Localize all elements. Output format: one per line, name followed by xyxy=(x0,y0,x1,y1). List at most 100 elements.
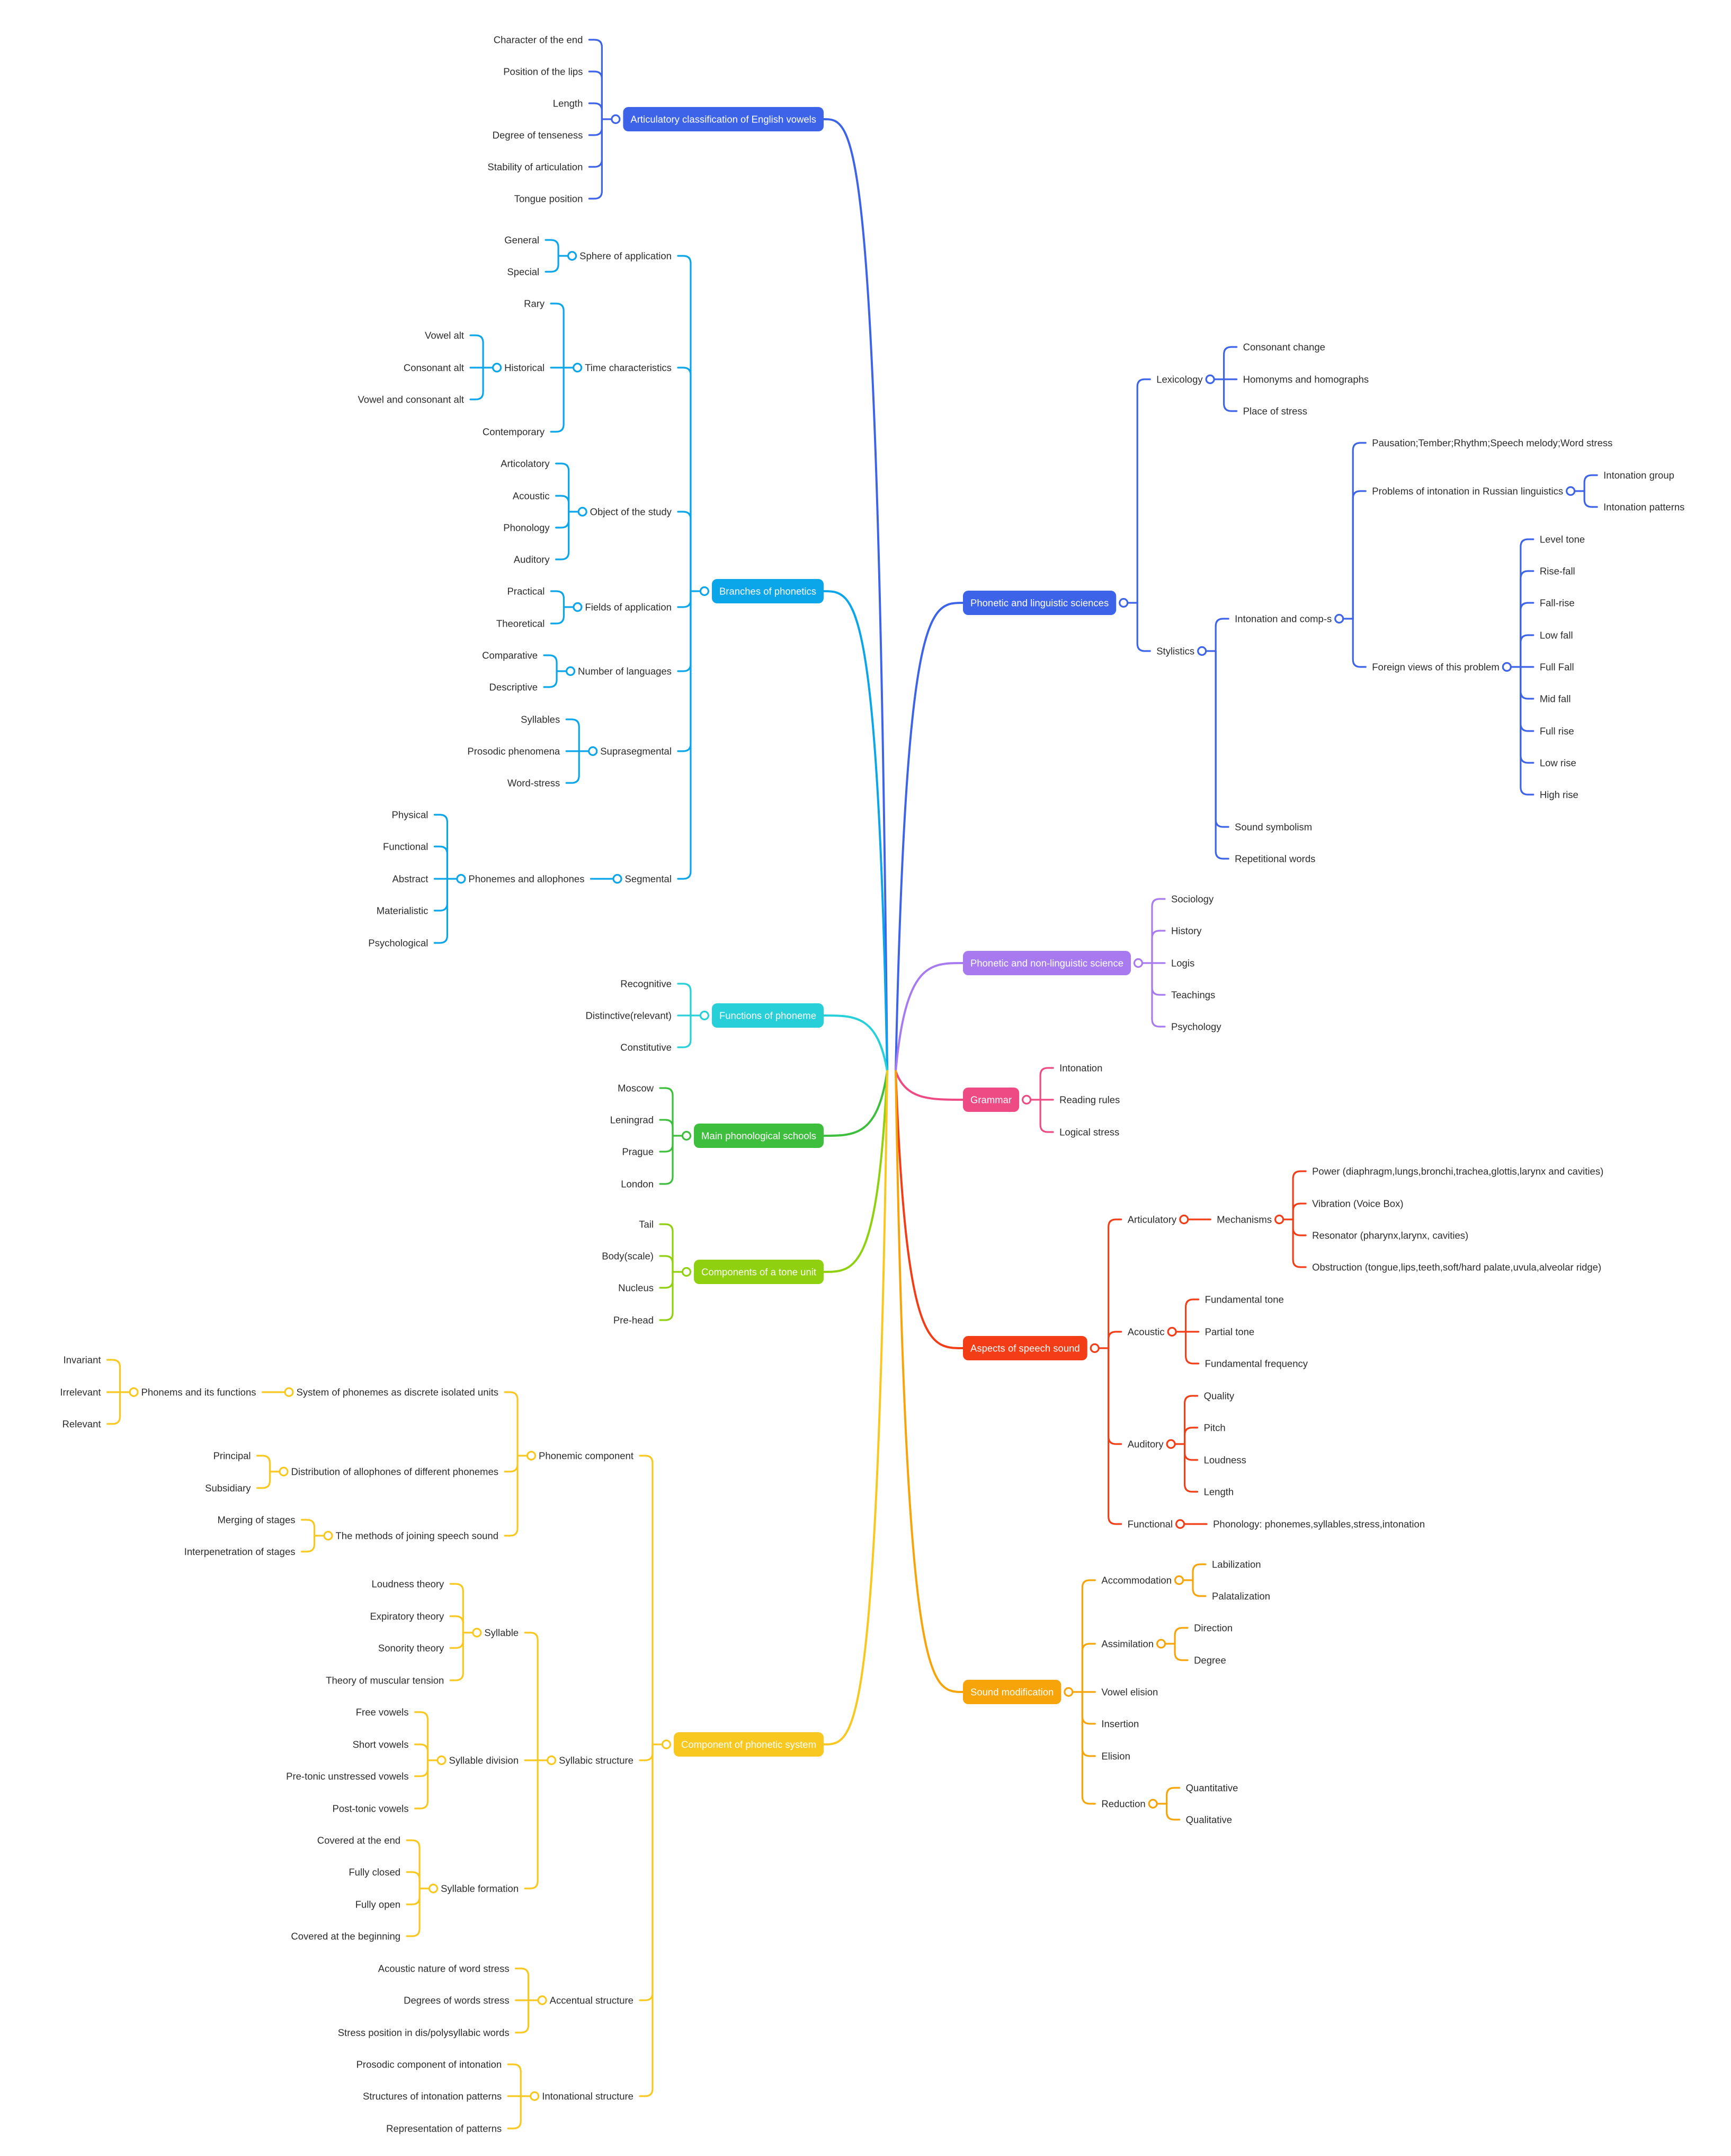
collapse-handle[interactable] xyxy=(1334,613,1344,624)
collapse-handle[interactable] xyxy=(428,1883,439,1894)
node-phonallo[interactable]: Phonemes and allophones xyxy=(468,874,584,885)
node-ac-1[interactable]: Acoustic nature of word stress xyxy=(378,1963,510,1974)
node-pa-3[interactable]: Abstract xyxy=(392,874,429,885)
collapse-handle[interactable] xyxy=(284,1387,294,1397)
node-object-2[interactable]: Acoustic xyxy=(513,491,550,502)
collapse-handle[interactable] xyxy=(1197,646,1207,656)
node-st-3[interactable]: Repetitional words xyxy=(1235,853,1315,865)
node-sphere-2[interactable]: Special xyxy=(507,266,539,278)
node-sy-2[interactable]: Expiratory theory xyxy=(370,1611,444,1622)
topic-grammar[interactable] xyxy=(963,1088,1020,1112)
node-phonemic[interactable]: Phonemic component xyxy=(539,1450,633,1462)
node-fields-2[interactable]: Theoretical xyxy=(496,618,545,629)
node-mc-3[interactable]: Resonator (pharynx,larynx, cavities) xyxy=(1312,1230,1468,1241)
node-mt-1[interactable]: Merging of stages xyxy=(217,1514,295,1526)
node-lx-1[interactable]: Consonant change xyxy=(1243,342,1325,353)
topic-branches[interactable] xyxy=(711,579,824,603)
node-numlang-2[interactable]: Descriptive xyxy=(489,682,538,693)
collapse-handle[interactable] xyxy=(1090,1343,1100,1353)
node-foreign[interactable]: Foreign views of this problem xyxy=(1372,662,1500,673)
node-tn-4[interactable]: Pre-head xyxy=(613,1315,654,1326)
topic-artic[interactable] xyxy=(623,107,824,131)
node-probint[interactable]: Problems of intonation in Russian lingui… xyxy=(1372,486,1563,497)
node-object-1[interactable]: Articolatory xyxy=(501,458,550,469)
node-artic-6[interactable]: Tongue position xyxy=(514,193,583,204)
node-fv-2[interactable]: Rise-fall xyxy=(1540,566,1575,577)
node-tn-3[interactable]: Nucleus xyxy=(618,1282,654,1294)
collapse-handle[interactable] xyxy=(567,251,577,261)
collapse-handle[interactable] xyxy=(565,666,576,676)
node-functional[interactable]: Functional xyxy=(1128,1519,1173,1530)
node-distrib[interactable]: Distribution of allophones of different … xyxy=(291,1466,499,1477)
node-fn-2[interactable]: Distinctive(relevant) xyxy=(586,1010,672,1021)
node-sf-2[interactable]: Fully closed xyxy=(349,1867,400,1878)
collapse-handle[interactable] xyxy=(611,114,621,124)
collapse-handle[interactable] xyxy=(1274,1214,1284,1225)
node-pa-4[interactable]: Materialistic xyxy=(377,905,429,916)
node-sphere-1[interactable]: General xyxy=(504,235,539,246)
node-assim[interactable]: Assimilation xyxy=(1101,1638,1154,1650)
node-segmental[interactable]: Segmental xyxy=(624,874,671,885)
node-nl-2[interactable]: History xyxy=(1171,925,1202,937)
node-phonfunc[interactable]: Phonems and its functions xyxy=(141,1387,256,1398)
node-time-3[interactable]: Contemporary xyxy=(483,426,545,438)
node-accent[interactable]: Accentual structure xyxy=(550,1995,633,2006)
node-hist-2[interactable]: Consonant alt xyxy=(404,362,464,373)
node-historical[interactable]: Historical xyxy=(504,362,545,373)
node-pf-1[interactable]: Invariant xyxy=(64,1355,101,1366)
node-gr-3[interactable]: Logical stress xyxy=(1059,1127,1119,1138)
node-supra-3[interactable]: Word-stress xyxy=(507,778,560,789)
node-methods[interactable]: The methods of joining speech sound xyxy=(336,1530,499,1542)
collapse-handle[interactable] xyxy=(699,1010,710,1021)
node-gr-1[interactable]: Intonation xyxy=(1059,1063,1102,1074)
node-lx-2[interactable]: Homonyms and homographs xyxy=(1243,374,1369,385)
collapse-handle[interactable] xyxy=(681,1267,692,1277)
node-sd-3[interactable]: Pre-tonic unstressed vowels xyxy=(286,1771,408,1782)
node-sy-3[interactable]: Sonority theory xyxy=(378,1643,444,1654)
node-hist-3[interactable]: Vowel and consonant alt xyxy=(358,394,464,405)
node-nl-1[interactable]: Sociology xyxy=(1171,894,1214,905)
node-sd-1[interactable]: Free vowels xyxy=(356,1707,409,1718)
node-au-4[interactable]: Length xyxy=(1204,1486,1234,1498)
topic-soundmod[interactable] xyxy=(963,1680,1061,1704)
node-intcomp[interactable]: Intonation and comp-s xyxy=(1235,613,1332,625)
collapse-handle[interactable] xyxy=(492,362,502,373)
node-fv-8[interactable]: Low rise xyxy=(1540,758,1576,769)
collapse-handle[interactable] xyxy=(1205,374,1215,385)
node-sf-3[interactable]: Fully open xyxy=(355,1899,400,1910)
node-mech[interactable]: Mechanisms xyxy=(1217,1214,1272,1225)
node-acoustic[interactable]: Acoustic xyxy=(1128,1326,1165,1338)
node-time[interactable]: Time characteristics xyxy=(585,362,672,373)
node-fields-1[interactable]: Practical xyxy=(507,586,545,597)
node-au-2[interactable]: Pitch xyxy=(1204,1422,1226,1433)
collapse-handle[interactable] xyxy=(526,1450,537,1461)
topic-nonling[interactable] xyxy=(963,951,1131,975)
node-fn-3[interactable]: Constitutive xyxy=(620,1042,672,1053)
node-sy-1[interactable]: Loudness theory xyxy=(372,1579,445,1590)
node-phonology[interactable]: Phonology: phonemes,syllables,stress,int… xyxy=(1213,1519,1425,1530)
node-pi-1[interactable]: Intonation group xyxy=(1603,470,1674,481)
collapse-handle[interactable] xyxy=(1064,1687,1074,1697)
collapse-handle[interactable] xyxy=(547,1755,557,1766)
node-sphere[interactable]: Sphere of application xyxy=(579,251,672,262)
node-fv-9[interactable]: High rise xyxy=(1540,789,1578,800)
collapse-handle[interactable] xyxy=(1174,1575,1184,1585)
node-sm-4[interactable]: Insertion xyxy=(1101,1718,1139,1730)
node-fv-5[interactable]: Full Fall xyxy=(1540,662,1574,673)
topic-functions[interactable] xyxy=(711,1003,824,1028)
node-gr-2[interactable]: Reading rules xyxy=(1059,1094,1120,1106)
node-fv-6[interactable]: Mid fall xyxy=(1540,693,1571,705)
collapse-handle[interactable] xyxy=(573,602,583,612)
topic-schools[interactable] xyxy=(694,1124,824,1148)
node-pi-2[interactable]: Intonation patterns xyxy=(1603,502,1684,513)
node-pa-2[interactable]: Functional xyxy=(383,841,428,852)
node-rd-2[interactable]: Qualitative xyxy=(1186,1814,1232,1825)
node-mc-2[interactable]: Vibration (Voice Box) xyxy=(1312,1198,1403,1209)
node-object-3[interactable]: Phonology xyxy=(503,522,550,533)
node-lx-3[interactable]: Place of stress xyxy=(1243,406,1307,417)
node-time-1[interactable]: Rary xyxy=(524,298,545,309)
node-mc-1[interactable]: Power (diaphragm,lungs,bronchi,trachea,g… xyxy=(1312,1166,1603,1177)
node-sd-4[interactable]: Post-tonic vowels xyxy=(333,1803,409,1814)
node-numlang[interactable]: Number of languages xyxy=(578,666,672,677)
node-sc-1[interactable]: Moscow xyxy=(618,1083,654,1094)
